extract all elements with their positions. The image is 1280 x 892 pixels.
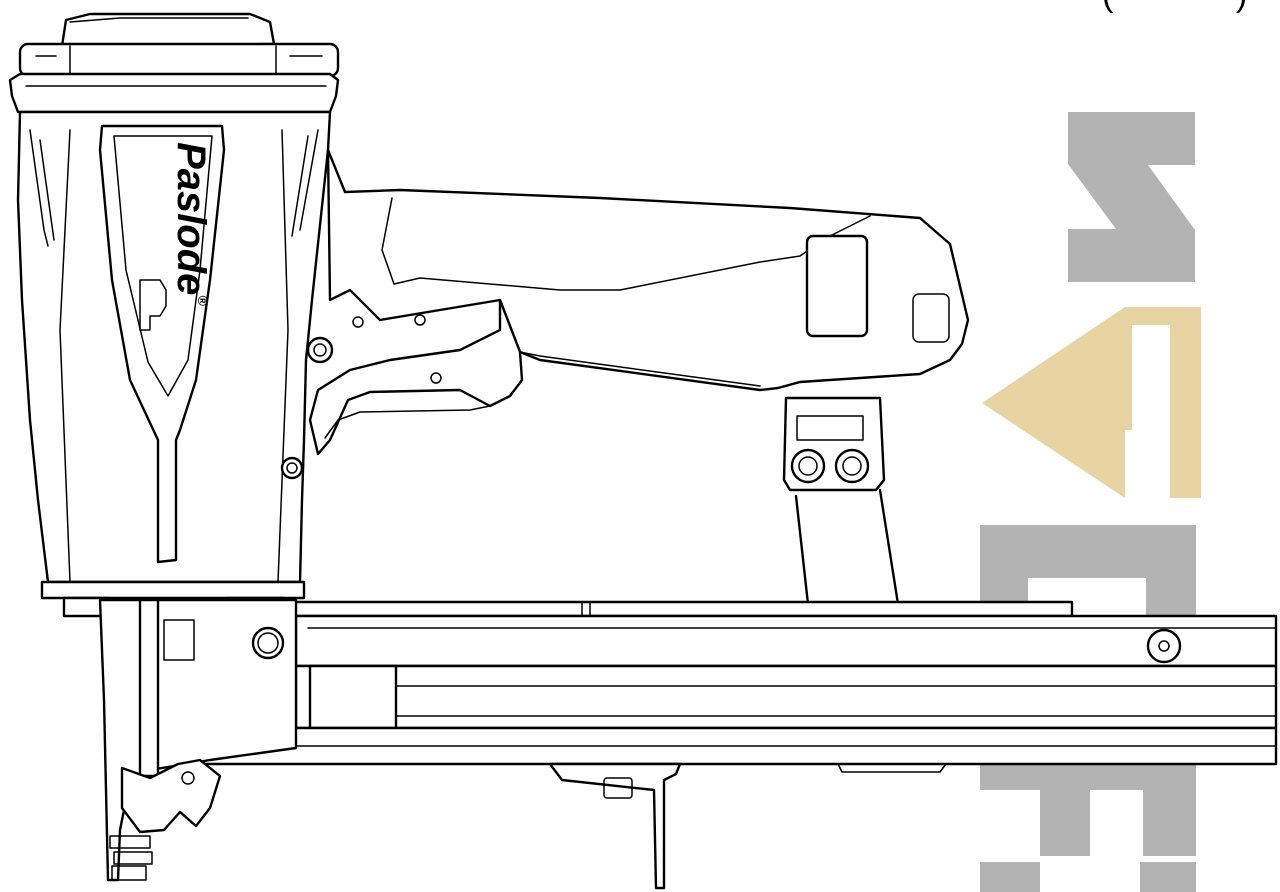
magazine-pin — [1146, 628, 1182, 664]
brand-text: Paslode® — [169, 142, 213, 306]
watermark-letter-n — [1068, 112, 1195, 282]
strut-nut-2 — [834, 448, 870, 484]
watermark-letter-r-foot — [1140, 862, 1196, 892]
tool-drawing: Paslode® — [8, 12, 1278, 890]
strut-nut-1 — [790, 448, 826, 484]
cap-lid — [18, 42, 340, 78]
brand-panel — [98, 124, 226, 564]
body-base — [40, 580, 306, 600]
brand-logo-mark — [139, 279, 167, 331]
trigger — [308, 298, 524, 456]
magazine-lower — [294, 664, 1278, 730]
work-contact-foot — [548, 762, 682, 890]
watermark-chevron — [982, 307, 1201, 498]
screw-2 — [280, 456, 304, 480]
magazine-top-rail — [280, 600, 1074, 618]
screw-1 — [306, 336, 334, 364]
corner-paren-right: ) — [1236, 0, 1247, 14]
corner-paren-left: ( — [1102, 0, 1114, 14]
top-cap — [60, 12, 276, 48]
battery-window — [805, 234, 869, 338]
watermark-letter-r-foot2 — [980, 862, 1040, 892]
magazine-body — [294, 614, 1278, 668]
watermark-logo — [980, 112, 1201, 892]
